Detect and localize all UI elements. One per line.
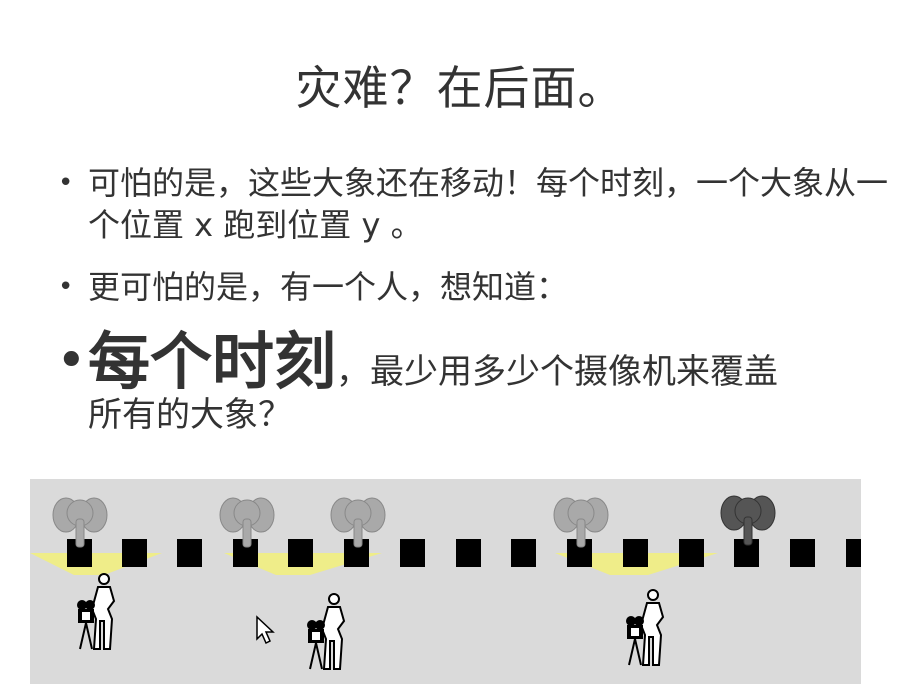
bullet-item: • 更可怕的是，有一个人，想知道： — [58, 266, 888, 308]
mouse-cursor-icon — [256, 615, 275, 645]
emphasis-line2: 所有的大象？ — [88, 395, 292, 435]
bullet-dot: • — [56, 331, 87, 391]
emphasis-big-text: 每个时刻 — [88, 325, 337, 398]
bullet-emphasis-line1: 每个时刻，最少用多少个摄像机来覆盖 — [88, 326, 888, 398]
elephant-icon — [219, 497, 275, 548]
camera-operator-icon — [76, 573, 115, 650]
elephant-icon — [330, 497, 386, 548]
emphasis-rest-text: ，最少用多少个摄像机来覆盖 — [336, 352, 779, 392]
elephant-icon — [553, 497, 609, 548]
bullet-dot: • — [58, 168, 74, 198]
bullet-text: 更可怕的是，有一个人，想知道： — [88, 268, 569, 306]
camera-operator-icon — [306, 593, 345, 670]
elephant-icon — [52, 497, 108, 548]
bullet-item: • 可怕的是，这些大象还在移动！每个时刻，一个大象从一个位置 x 跑到位置 y … — [58, 162, 888, 246]
elephant-camera-illustration — [30, 479, 861, 684]
slide-title: 灾难？在后面。 — [295, 61, 625, 115]
camera-operator-icon — [625, 589, 664, 666]
position-blocks — [67, 539, 861, 567]
bullet-dot: • — [58, 272, 74, 302]
bullet-text: 可怕的是，这些大象还在移动！每个时刻，一个大象从一个位置 x 跑到位置 y 。 — [88, 164, 889, 244]
elephant-icon — [720, 495, 776, 546]
bullet-item-emphasis: • 每个时刻，最少用多少个摄像机来覆盖 所有的大象？ — [56, 326, 888, 438]
